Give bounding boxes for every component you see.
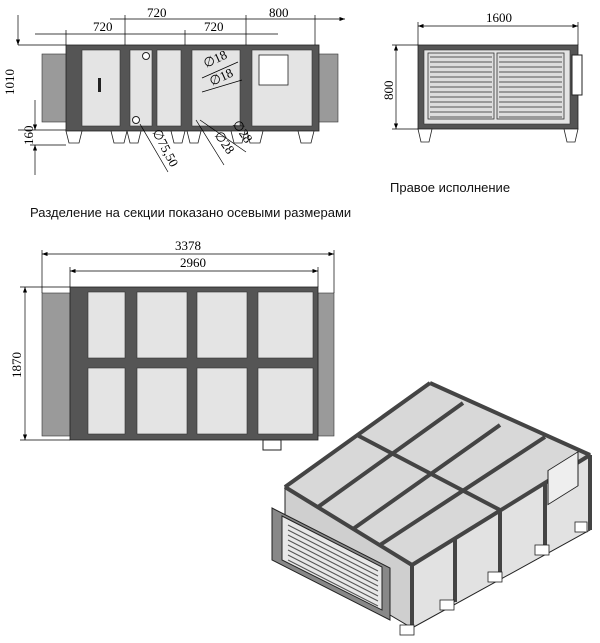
- side-view-caption: Правое исполнение: [390, 180, 511, 195]
- feet: [65, 130, 315, 144]
- louvre-blade: [287, 554, 379, 602]
- dim-1870: 1870: [9, 352, 24, 378]
- dim-3378: 3378: [175, 238, 201, 253]
- dim-720-b: 720: [204, 19, 224, 34]
- plan-view: 3378 2960 1870: [9, 238, 335, 451]
- front-view: 720 720 720 800 1010 160 ∅18 ∅18 ∅75,50 …: [2, 5, 345, 175]
- louvre-blade: [287, 524, 379, 572]
- side-view: 1600 800: [381, 10, 583, 143]
- section-note: Разделение на секции показано осевыми ра…: [30, 205, 352, 220]
- louvre-blade: [287, 539, 379, 587]
- dim-2960: 2960: [180, 255, 206, 270]
- isometric-view: [271, 381, 592, 636]
- dim-720-top: 720: [147, 5, 167, 20]
- louvre-blade: [287, 544, 379, 592]
- dim-800-side: 800: [381, 81, 396, 101]
- dim-1600: 1600: [486, 10, 512, 25]
- louvre-blade: [287, 534, 379, 582]
- dim-160: 160: [21, 126, 36, 146]
- louvre-blade: [287, 549, 379, 597]
- dim-800: 800: [269, 5, 289, 20]
- left-duct: [41, 53, 68, 123]
- right-duct: [317, 53, 339, 123]
- dim-720-a: 720: [93, 19, 113, 34]
- handle-icon: [98, 78, 101, 92]
- louvre-blade: [287, 529, 379, 577]
- control-box: [258, 54, 289, 86]
- louvre-blade: [287, 559, 379, 607]
- dim-1010: 1010: [2, 69, 17, 95]
